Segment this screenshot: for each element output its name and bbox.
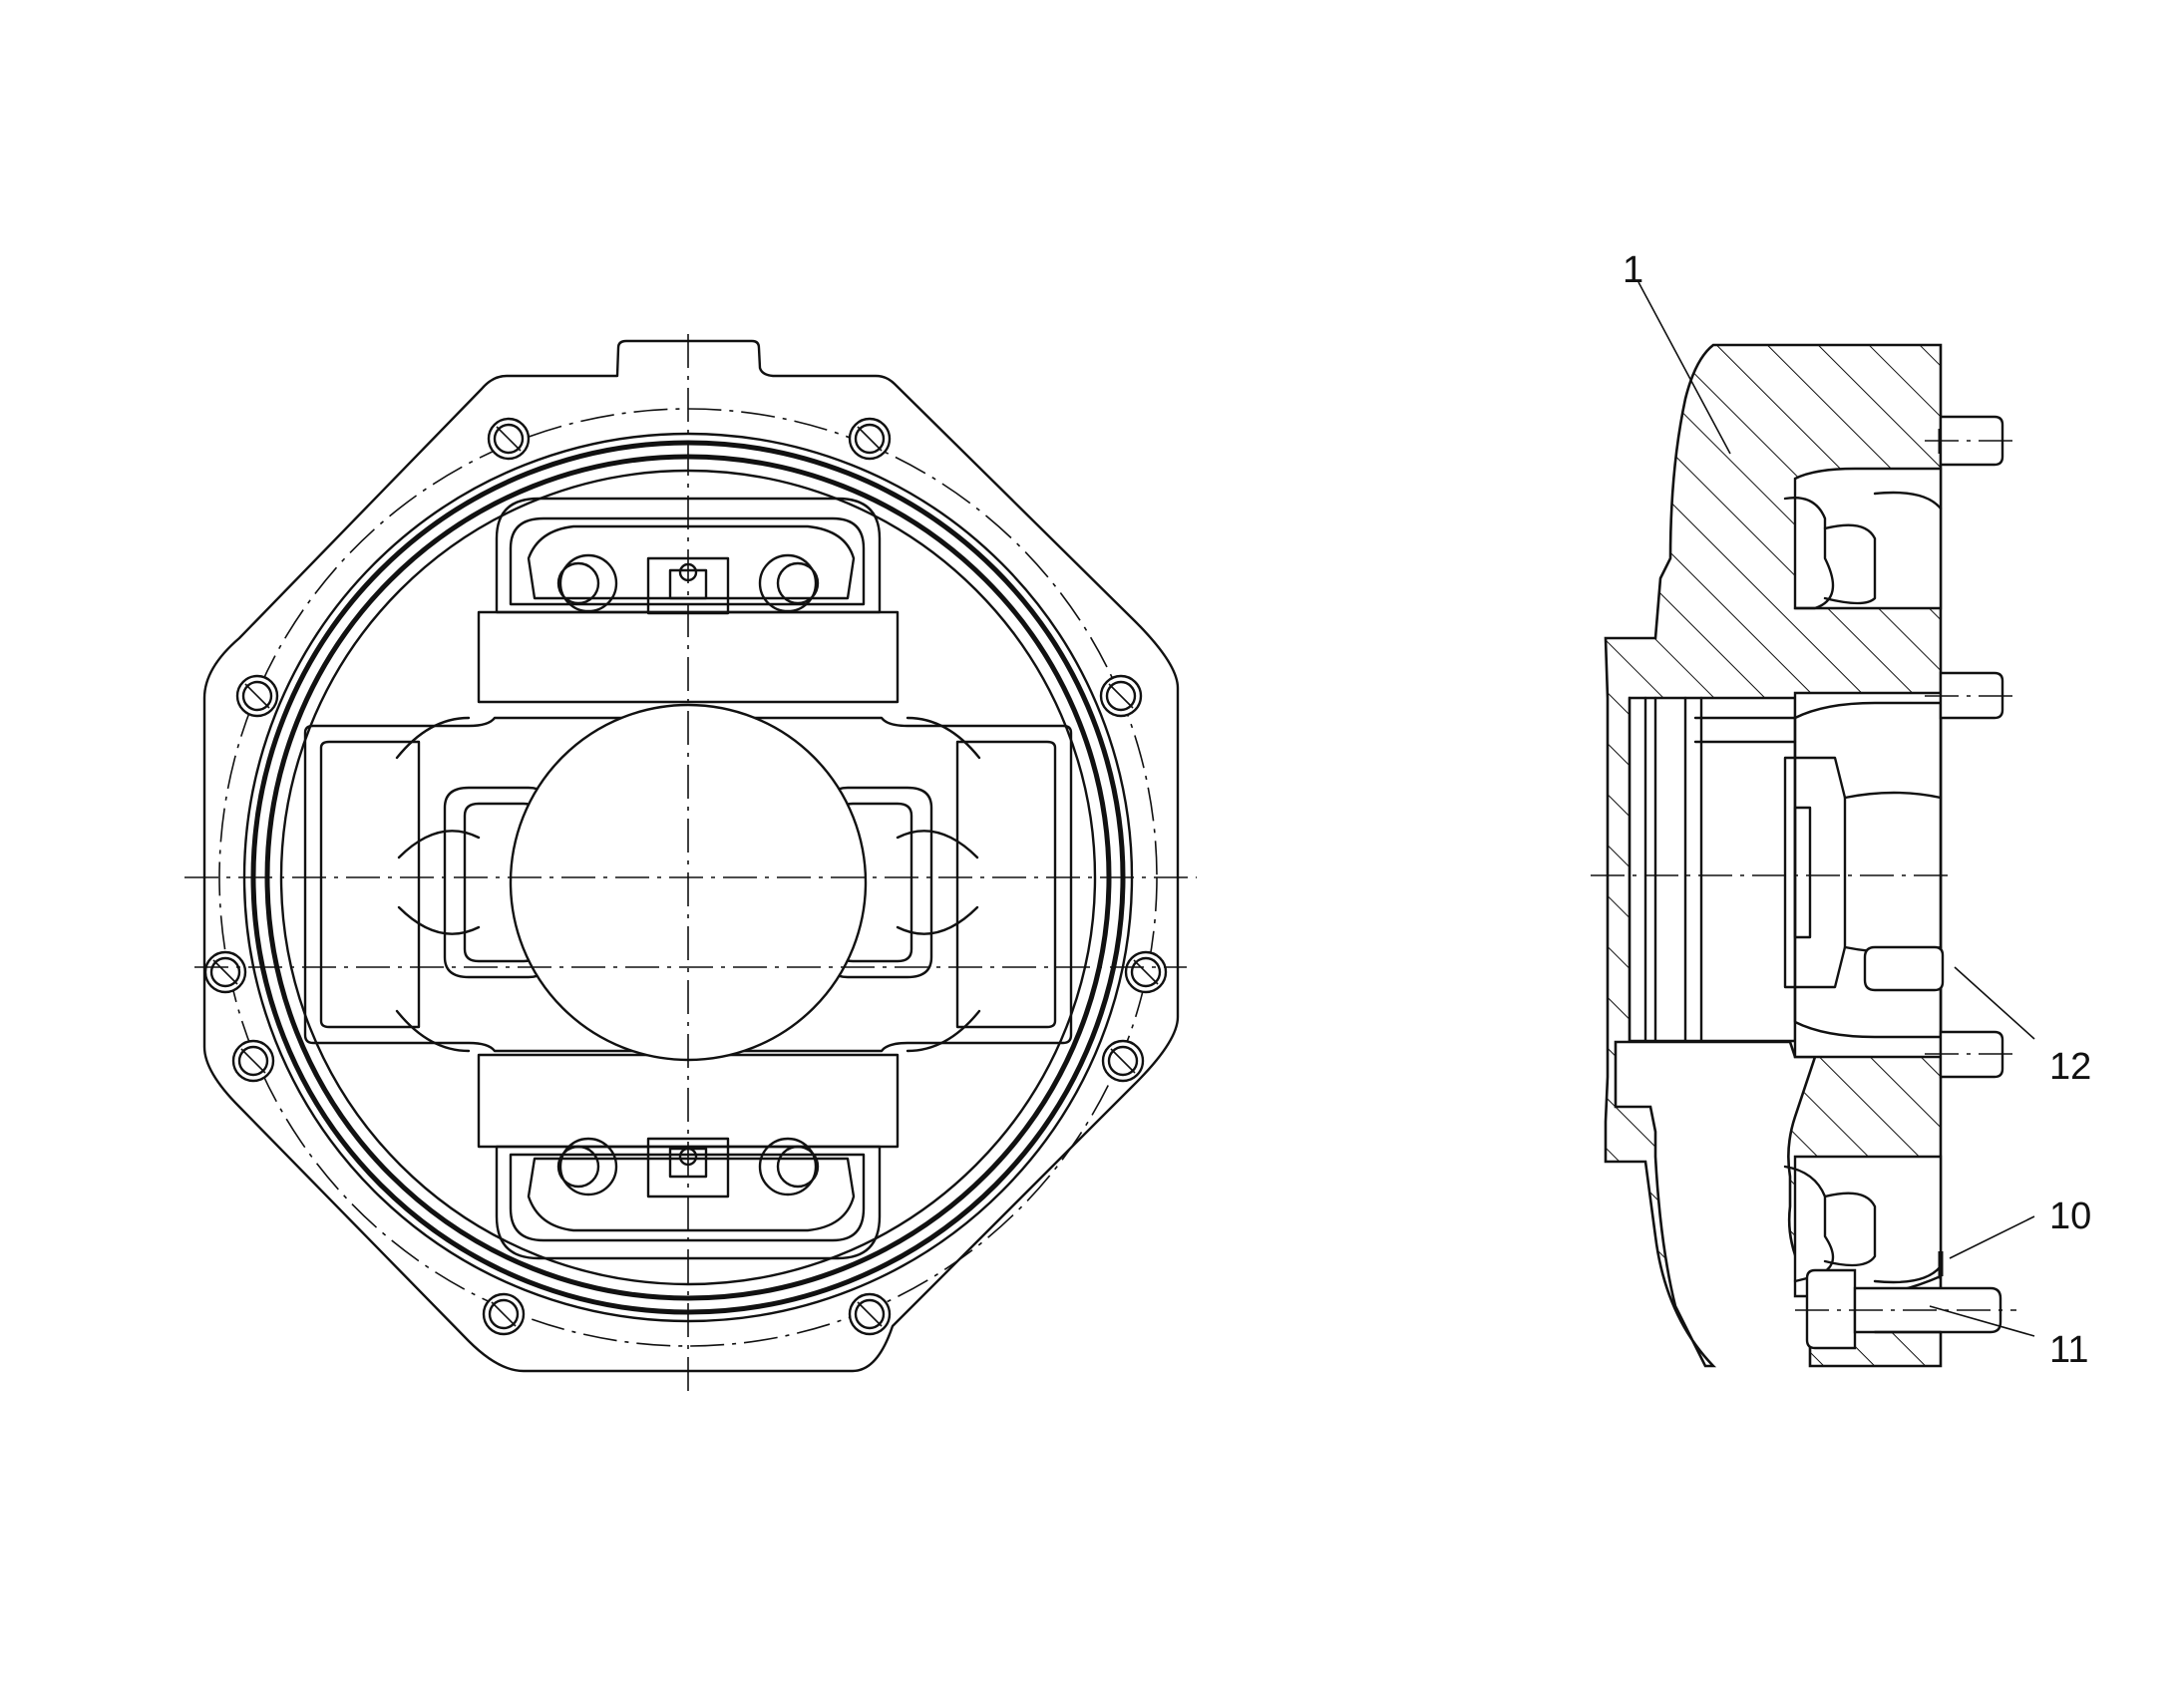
bolt-hole (231, 1039, 275, 1083)
bolt-hole (482, 1292, 526, 1336)
bottom-pockets (556, 1137, 820, 1198)
leader-lines (1637, 281, 2035, 1337)
bolt-hole (1101, 1039, 1145, 1083)
top-pockets (556, 553, 820, 615)
callout-12: 12 (2049, 1046, 2091, 1088)
callout-10: 10 (2049, 1196, 2091, 1237)
internal-profile (1783, 491, 1943, 1284)
callout-1: 1 (1623, 249, 1643, 291)
flange-outline (202, 339, 1180, 1373)
bolt-hole (848, 1292, 892, 1336)
leader-11 (1929, 1305, 2035, 1337)
bolt-hole (1124, 950, 1168, 994)
bore-grooves (1628, 696, 1797, 1043)
bolt-hole (235, 674, 279, 718)
flange-bolts (1805, 415, 2004, 1350)
bolt-holes (203, 417, 1168, 1336)
side-section-view (1591, 343, 2016, 1368)
leader-1 (1637, 281, 1731, 455)
callout-labels: 1 12 10 11 (1623, 249, 2091, 1371)
bolt-hole (487, 417, 531, 461)
bolt-hole (203, 950, 247, 994)
bolt-hole (848, 417, 892, 461)
front-view (184, 334, 1197, 1391)
bolt-hole (1099, 674, 1143, 718)
callout-11: 11 (2049, 1329, 2088, 1371)
leader-12 (1954, 966, 2035, 1040)
leader-10 (1949, 1215, 2035, 1259)
